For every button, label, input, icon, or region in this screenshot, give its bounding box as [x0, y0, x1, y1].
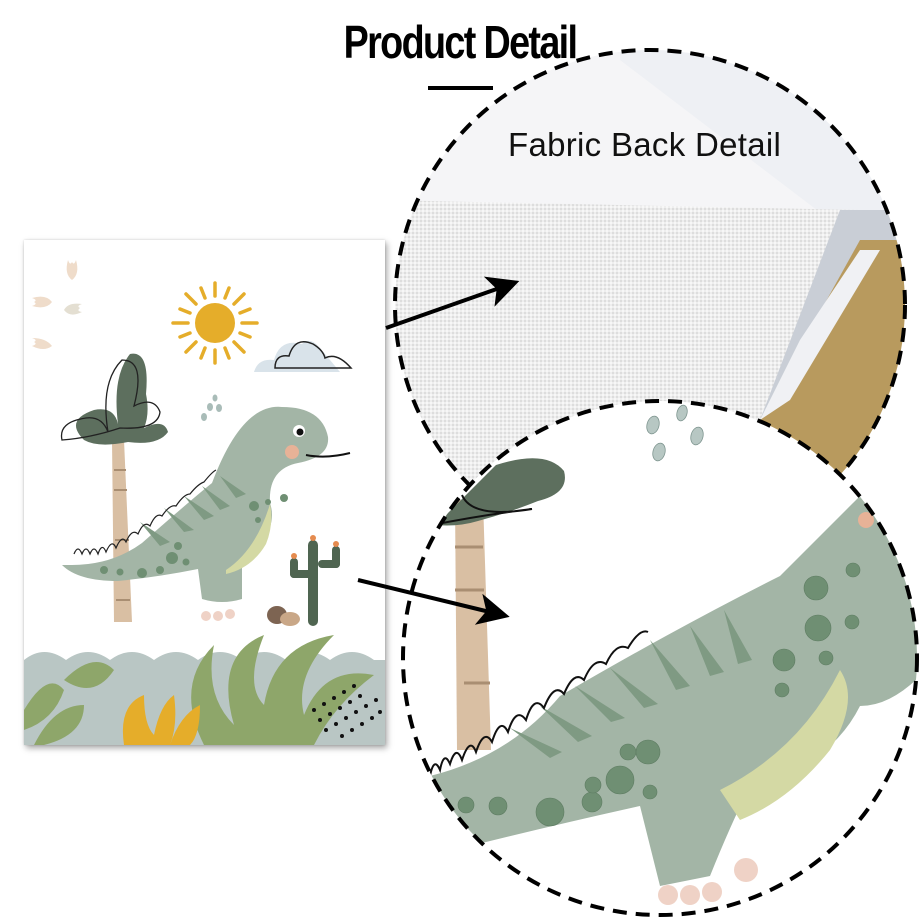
- fabric-back-label: Fabric Back Detail: [508, 126, 782, 163]
- poster-preview: [24, 240, 385, 745]
- dinosaur-illustration: [62, 406, 351, 621]
- title-underline: [428, 86, 493, 90]
- page-title: Product Detail: [343, 16, 578, 68]
- rocks-illustration: [267, 606, 300, 626]
- print-zoom-magnifier: [403, 401, 917, 915]
- sun-icon: [171, 281, 259, 365]
- cactus-illustration: [290, 535, 340, 626]
- cloud-icon: [254, 340, 353, 372]
- print-circle-border: [401, 399, 919, 917]
- arrow-to-fabric-icon: [385, 276, 520, 330]
- foliage-border: [24, 635, 382, 745]
- footprint-icons: [32, 260, 82, 349]
- arrow-to-print-icon: [357, 578, 510, 625]
